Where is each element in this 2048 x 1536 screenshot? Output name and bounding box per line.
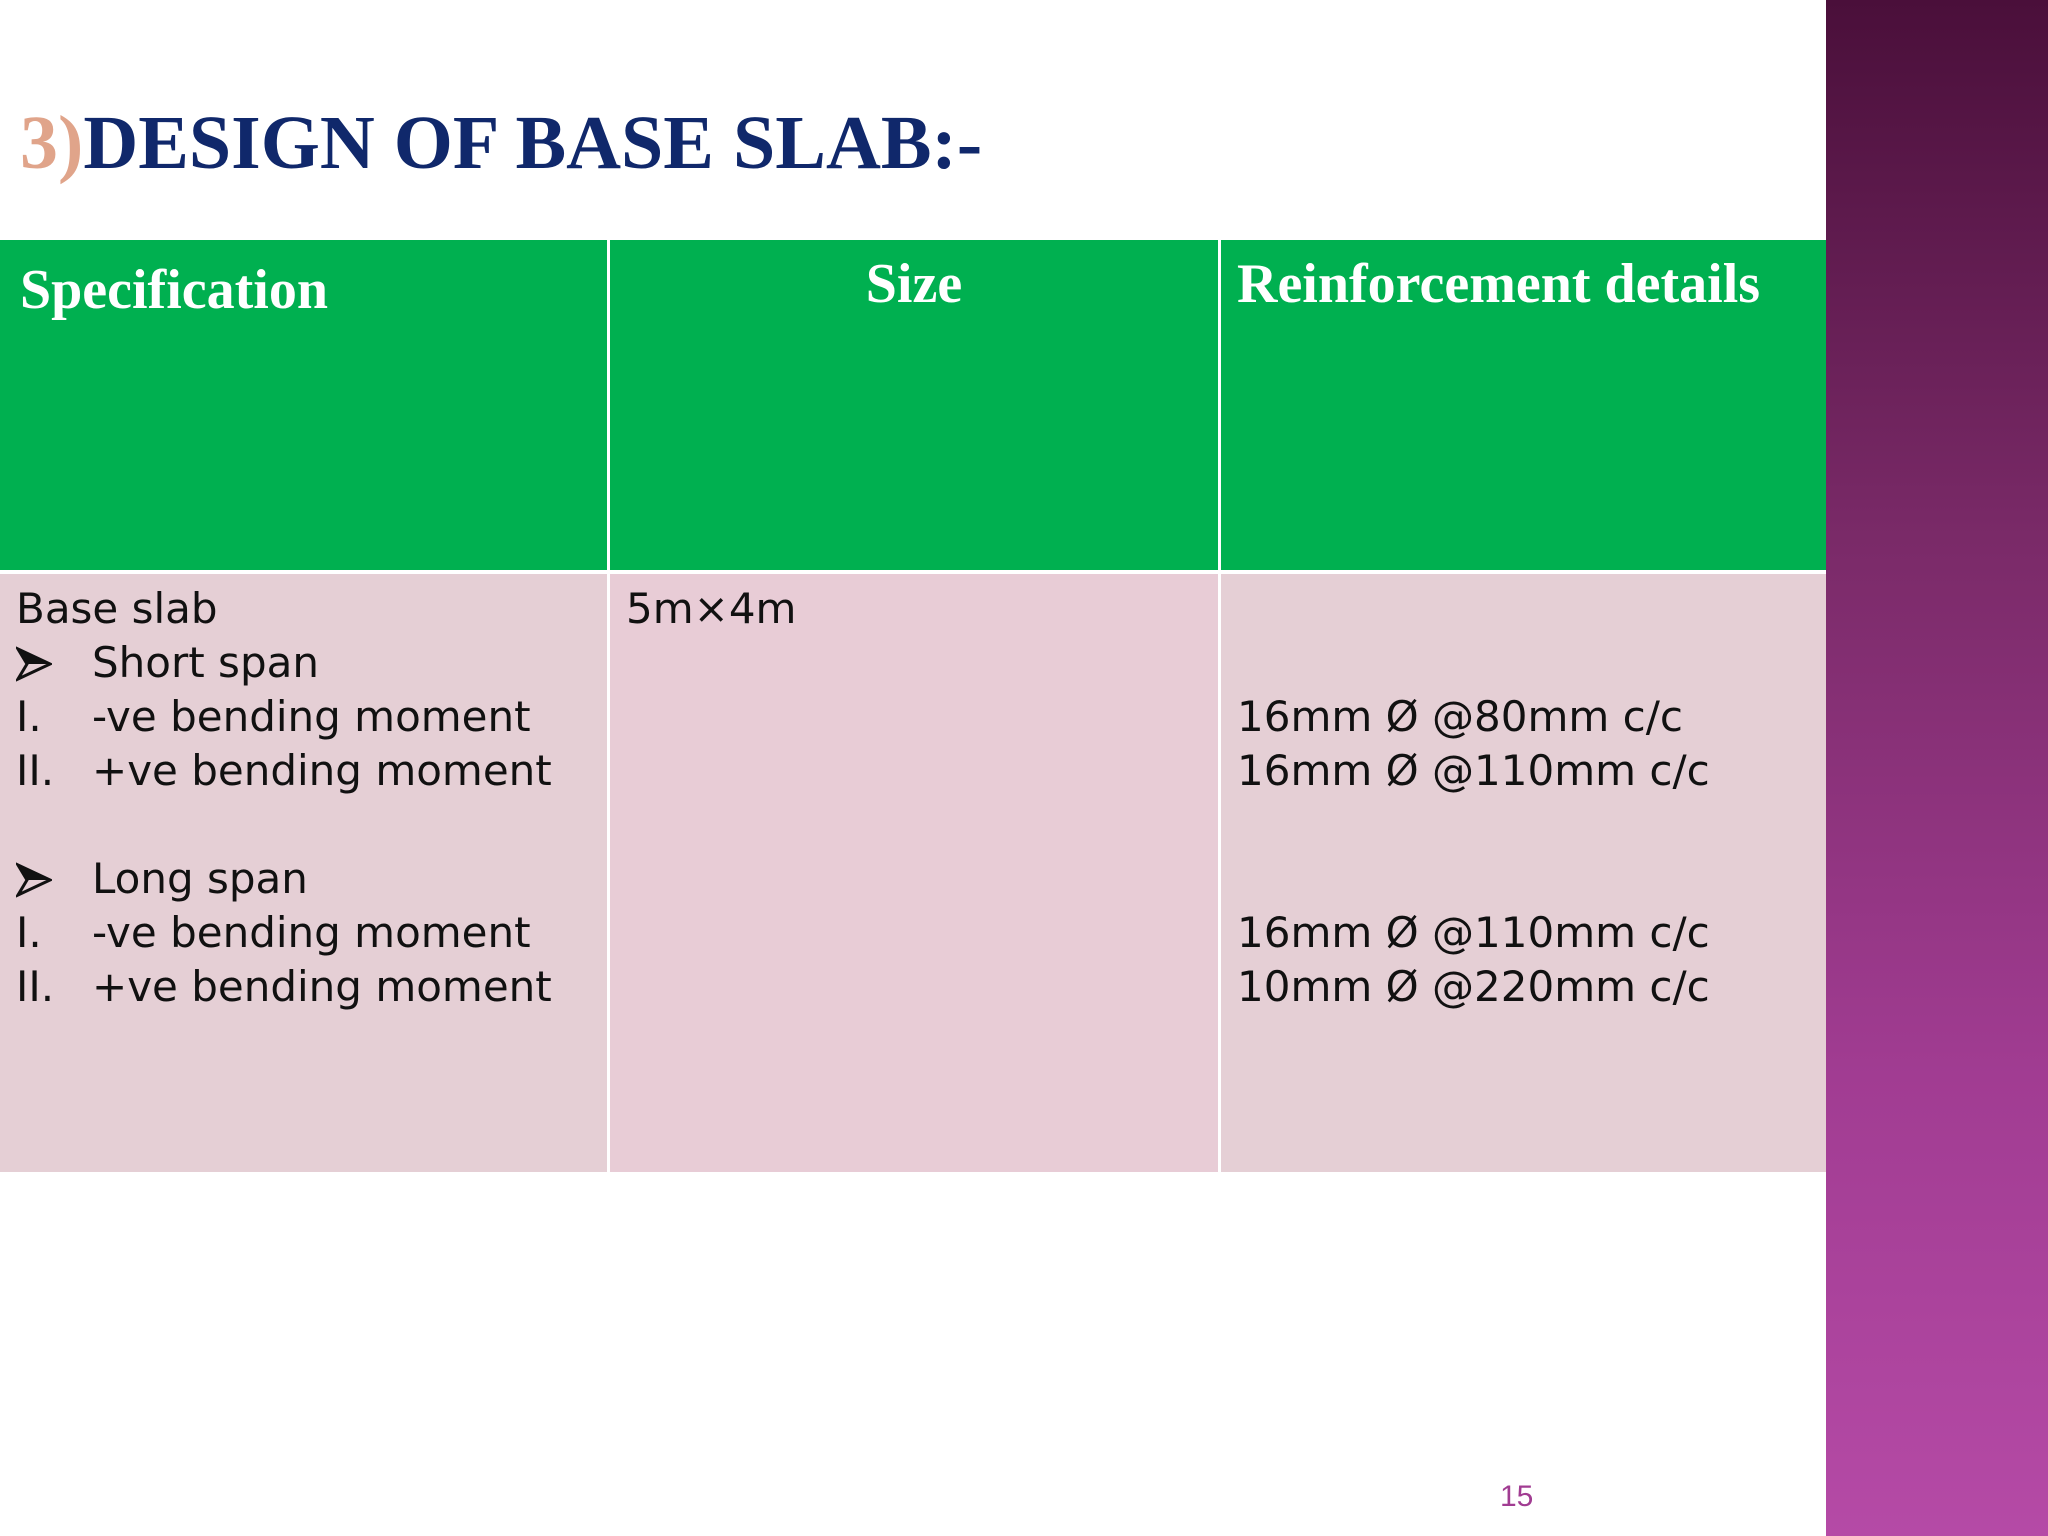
long-neg-reinforcement: 16mm Ø @110mm c/c [1237, 908, 1710, 957]
size-value: 5m×4m [626, 584, 797, 633]
table-header-row: Specification Size Reinforcement details [0, 240, 1826, 570]
title-text: DESIGN OF BASE SLAB:- [83, 101, 983, 185]
long-pos-label: +ve bending moment [92, 962, 552, 1011]
short-pos-reinforcement: 16mm Ø @110mm c/c [1237, 746, 1710, 795]
long-span-label: Long span [92, 854, 308, 903]
long-pos-marker: II. [16, 962, 55, 1011]
spec-item: Base slab [16, 584, 218, 633]
short-neg-reinforcement: 16mm Ø @80mm c/c [1237, 692, 1683, 741]
short-neg-marker: I. [16, 692, 42, 741]
arrowhead-bullet-icon [14, 854, 54, 909]
long-pos-reinforcement: 10mm Ø @220mm c/c [1237, 962, 1710, 1011]
decorative-side-bar [1826, 0, 2048, 1536]
specification-cell: Base slab Short span I. -ve bending mome… [0, 574, 607, 1172]
short-pos-label: +ve bending moment [92, 746, 552, 795]
short-pos-marker: II. [16, 746, 55, 795]
size-cell: 5m×4m [610, 574, 1218, 1172]
base-slab-table: Specification Size Reinforcement details… [0, 240, 1826, 1172]
table-row: Base slab Short span I. -ve bending mome… [0, 574, 1826, 1172]
title-number: 3) [20, 101, 84, 185]
arrowhead-bullet-icon [14, 638, 54, 693]
page-number: 15 [1500, 1480, 1534, 1513]
header-size: Size [610, 240, 1218, 570]
reinforcement-cell: 16mm Ø @80mm c/c 16mm Ø @110mm c/c 16mm … [1221, 574, 1826, 1172]
header-reinforcement-details: Reinforcement details [1221, 240, 1826, 570]
short-neg-label: -ve bending moment [92, 692, 531, 741]
long-neg-label: -ve bending moment [92, 908, 531, 957]
slide-title: 3)DESIGN OF BASE SLAB:- [20, 98, 982, 188]
header-specification: Specification [0, 240, 607, 570]
long-neg-marker: I. [16, 908, 42, 957]
short-span-label: Short span [92, 638, 319, 687]
